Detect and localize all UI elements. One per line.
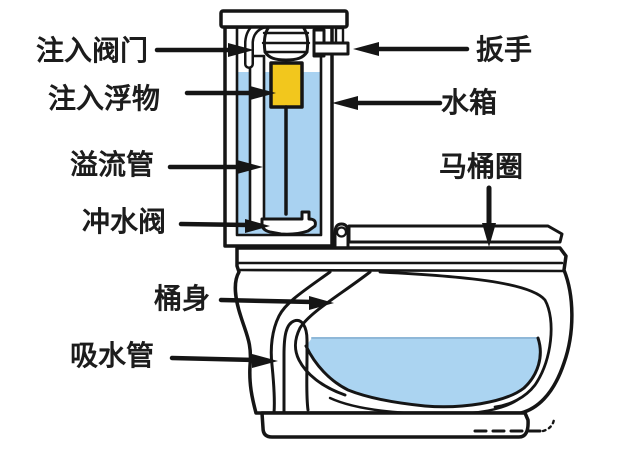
handle-lever bbox=[312, 41, 350, 56]
rim-band-line-2 bbox=[238, 268, 565, 273]
overflow-tube bbox=[248, 54, 266, 228]
label-siphon-tube: 吸水管 bbox=[70, 339, 155, 372]
label-toilet-seat: 马桶圈 bbox=[439, 150, 524, 183]
bowl-water bbox=[306, 338, 542, 406]
label-overflow-tube: 溢流管 bbox=[70, 148, 155, 181]
dashed-ground-curl bbox=[541, 417, 556, 433]
arrowhead-handle bbox=[353, 42, 379, 56]
trapway-outer-line bbox=[269, 270, 332, 415]
arrowhead-flush-valve bbox=[245, 219, 270, 233]
label-handle: 扳手 bbox=[476, 33, 533, 66]
fill-float-shape bbox=[269, 61, 304, 109]
tank-lid bbox=[219, 9, 349, 29]
arrowhead-siphon-tube bbox=[252, 354, 278, 368]
arrow-flush-valve bbox=[178, 221, 251, 228]
siphon-hook-line bbox=[282, 318, 310, 415]
bowl-inner-shell-line bbox=[378, 270, 553, 409]
arrowhead-overflow-tube bbox=[237, 160, 263, 174]
base-plinth bbox=[260, 411, 530, 439]
label-bowl-body: 桶身 bbox=[154, 282, 211, 315]
arrowhead-fill-float bbox=[250, 86, 276, 100]
arrowhead-water-tank bbox=[332, 96, 358, 110]
seat-hinge-pin bbox=[335, 226, 348, 238]
trapway-inner-line bbox=[293, 270, 372, 397]
arrowhead-toilet-seat bbox=[482, 223, 496, 247]
arrow-bowl-body bbox=[218, 297, 316, 305]
label-water-tank: 水箱 bbox=[441, 86, 498, 119]
arrowhead-bowl-body bbox=[309, 296, 334, 310]
label-flush-valve: 冲水阀 bbox=[82, 205, 167, 238]
bowl-floor-line bbox=[304, 336, 542, 409]
arrowhead-fill-valve bbox=[228, 43, 254, 57]
arrow-siphon-tube bbox=[169, 355, 259, 363]
toilet-seat-shape bbox=[347, 224, 564, 244]
label-fill-float: 注入浮物 bbox=[48, 82, 161, 115]
label-fill-valve: 注入阀门 bbox=[36, 34, 149, 67]
flush-valve-shape bbox=[260, 210, 317, 236]
